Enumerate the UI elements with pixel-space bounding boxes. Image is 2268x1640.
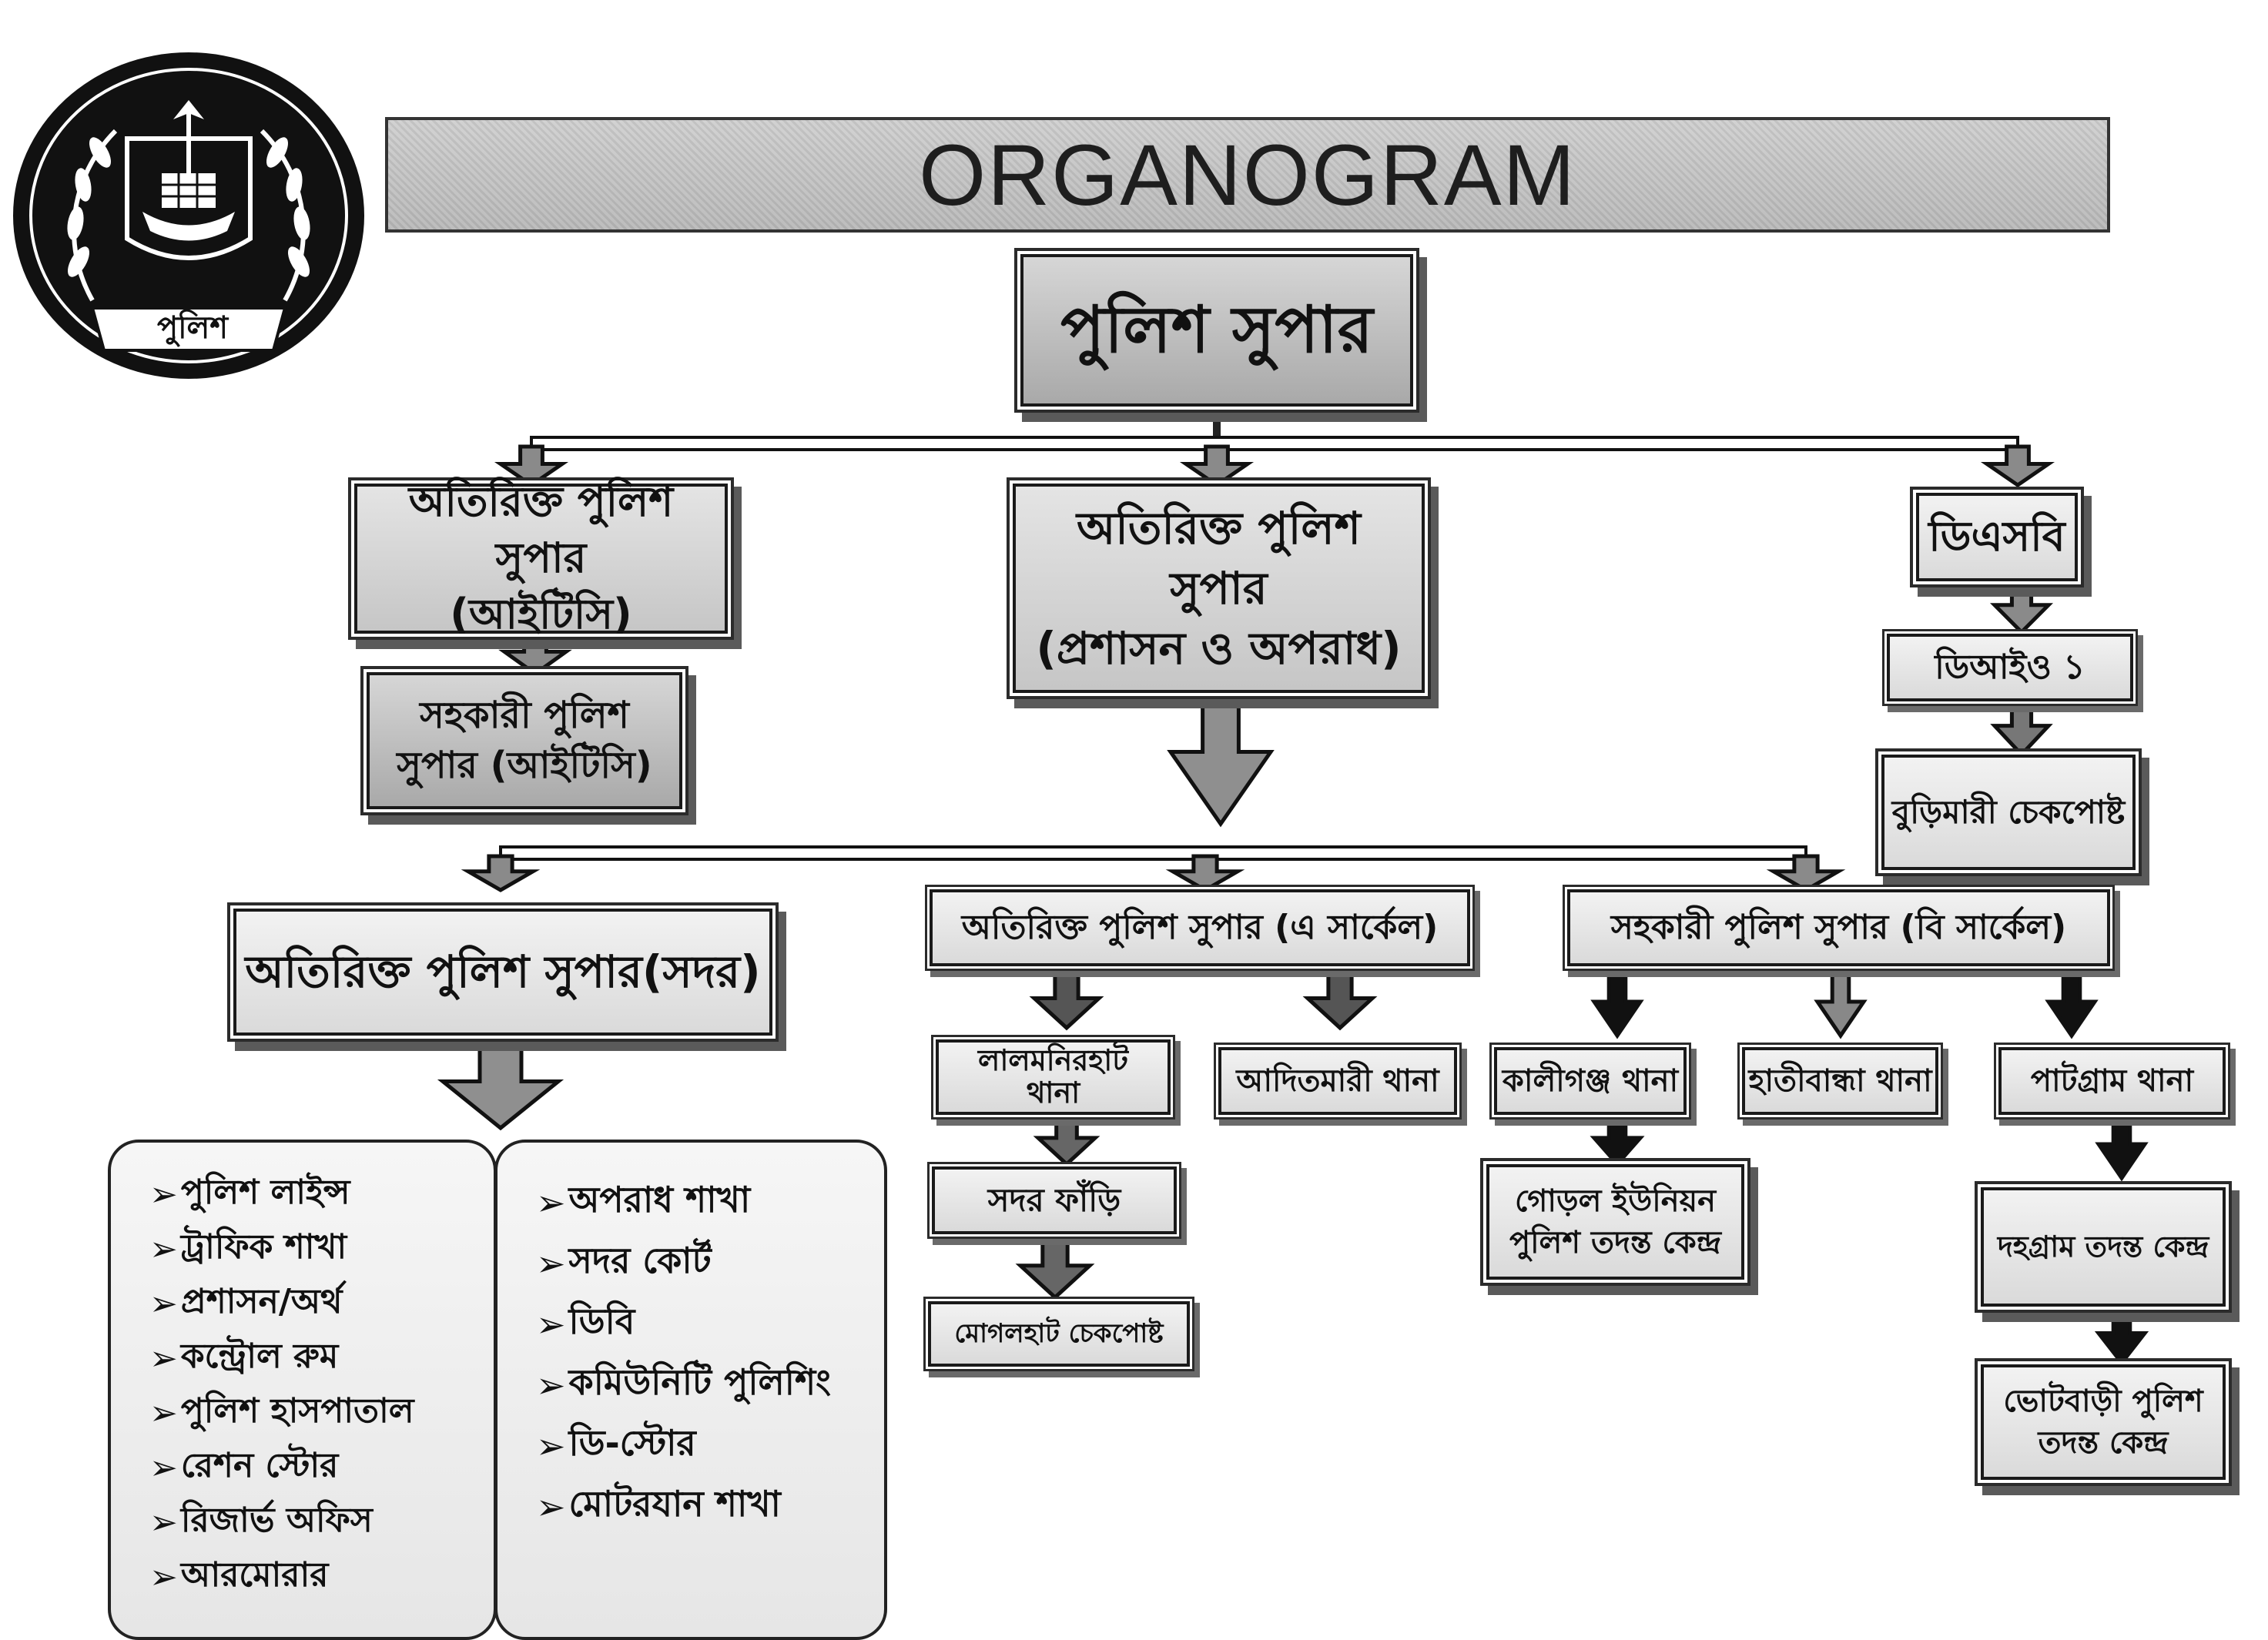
police-logo-emblem (13, 52, 364, 379)
sadar-unit-item: ➢ট্রাফিক শাখা (149, 1222, 494, 1277)
arrow-bullet-icon: ➢ (149, 1394, 178, 1433)
arrow-bullet-icon: ➢ (536, 1424, 566, 1467)
connector-bar (530, 436, 2019, 451)
arrow-bullet-icon: ➢ (536, 1485, 566, 1528)
sadar-unit-label: সদর কোর্ট (568, 1239, 712, 1281)
sadar-unit-label: রেশন স্টোর (180, 1446, 339, 1485)
node-aditmari-thana: আদিতমারী থানা (1218, 1047, 1457, 1115)
down-arrow-icon (1989, 581, 2054, 635)
sadar-unit-item: ➢পুলিশ লাইন্স (149, 1167, 494, 1222)
down-arrow-icon (1033, 1114, 1100, 1167)
connector-bar (499, 845, 1807, 861)
node-dsb: ডিএসবি (1916, 493, 2078, 581)
node-dio-1: ডিআইও ১ (1887, 634, 2133, 701)
sadar-units-list-left: ➢পুলিশ লাইন্স➢ট্রাফিক শাখা➢প্রশাসন/অর্থ➢… (149, 1167, 494, 1605)
down-arrow-icon (461, 854, 541, 892)
node-asst-sp-itc: সহকারী পুলিশ সুপার (আইটিসি) (367, 672, 682, 809)
down-arrow-icon (1980, 444, 2055, 488)
sadar-unit-item: ➢ডিবি (536, 1294, 884, 1354)
sadar-units-list-right: ➢অপরাধ শাখা➢সদর কোর্ট➢ডিবি➢কমিউনিটি পুলি… (536, 1172, 884, 1537)
node-lalmonirhat-thana: লালমনিরহাট থানা (936, 1039, 1171, 1115)
organogram-title: ORGANOGRAM (385, 117, 2110, 233)
down-arrow-icon (437, 1041, 564, 1131)
node-asst-sp-b-circle: সহকারী পুলিশ সুপার (বি সার্কেল) (1567, 889, 2110, 966)
sadar-unit-item: ➢পুলিশ হাসপাতাল (149, 1386, 494, 1441)
arrow-bullet-icon: ➢ (149, 1230, 178, 1269)
down-arrow-icon (1766, 854, 1846, 892)
sadar-unit-label: ট্রাফিক শাখা (180, 1227, 347, 1267)
arrow-bullet-icon: ➢ (149, 1503, 178, 1542)
arrow-bullet-icon: ➢ (149, 1558, 178, 1597)
down-arrow-icon (1590, 972, 1644, 1039)
node-sadar-fari: সদর ফাঁড়ি (932, 1166, 1177, 1234)
arrow-bullet-icon: ➢ (149, 1175, 178, 1214)
down-arrow-icon (1165, 854, 1245, 892)
down-arrow-icon (1814, 972, 1868, 1039)
arrow-bullet-icon: ➢ (149, 1448, 178, 1488)
node-kaliganj-thana: কালীগঞ্জ থানা (1494, 1047, 1687, 1115)
sadar-unit-item: ➢রেশন স্টোর (149, 1441, 494, 1495)
sadar-unit-item: ➢সদর কোর্ট (536, 1233, 884, 1294)
arrow-bullet-icon: ➢ (536, 1181, 566, 1223)
sadar-unit-label: ডিবি (568, 1300, 635, 1342)
down-arrow-icon (1167, 691, 1275, 828)
node-addl-sp-sadar: অতিরিক্ত পুলিশ সুপার(সদর) (233, 909, 772, 1036)
sadar-unit-item: ➢ডি-স্টোর (536, 1415, 884, 1476)
sadar-unit-item: ➢আরমোরার (149, 1550, 494, 1605)
down-arrow-icon (2095, 1114, 2149, 1182)
node-mogolhat-checkpost: মোগলহাট চেকপোষ্ট (928, 1301, 1190, 1367)
sadar-unit-label: রিজার্ভ অফিস (180, 1501, 373, 1540)
node-addl-sp-admin-crime: অতিরিক্ত পুলিশ সুপার (প্রশাসন ও অপরাধ) (1013, 484, 1425, 693)
node-superintendent: পুলিশ সুপার (1020, 254, 1413, 407)
sadar-unit-item: ➢রিজার্ভ অফিস (149, 1495, 494, 1550)
arrow-bullet-icon: ➢ (149, 1284, 178, 1324)
node-goral-union-center: গোড়ল ইউনিয়ন পুলিশ তদন্ত কেন্দ্র (1486, 1164, 1744, 1280)
down-arrow-icon (1990, 700, 2053, 758)
sadar-unit-label: পুলিশ লাইন্স (180, 1173, 350, 1212)
sadar-unit-item: ➢অপরাধ শাখা (536, 1172, 884, 1233)
down-arrow-icon (2045, 972, 2099, 1039)
down-arrow-icon (1590, 1114, 1645, 1167)
down-arrow-icon (1015, 1237, 1095, 1300)
arrow-bullet-icon: ➢ (536, 1303, 566, 1345)
logo-label: পুলিশ (156, 310, 229, 346)
sadar-unit-label: প্রশাসন/অর্থ (180, 1282, 343, 1321)
connector-line (1213, 407, 1221, 445)
arrow-bullet-icon: ➢ (149, 1339, 178, 1378)
down-arrow-icon (494, 444, 569, 488)
sadar-unit-item: ➢কন্ট্রোল রুম (149, 1331, 494, 1386)
node-burimari-checkpost: বুড়িমারী চেকপোষ্ট (1881, 755, 2136, 870)
sadar-unit-item: ➢মোটরযান শাখা (536, 1476, 884, 1537)
node-dohogram-center: দহগ্রাম তদন্ত কেন্দ্র (1981, 1187, 2226, 1307)
sadar-unit-label: পুলিশ হাসপাতাল (180, 1391, 414, 1431)
sadar-units-panel-left: ➢পুলিশ লাইন্স➢ট্রাফিক শাখা➢প্রশাসন/অর্থ➢… (108, 1140, 497, 1640)
node-addl-sp-itc: অতিরিক্ত পুলিশ সুপার (আইটিসি) (354, 477, 728, 638)
sadar-unit-label: কমিউনিটি পুলিশিং (568, 1361, 831, 1403)
down-arrow-icon (1302, 972, 1378, 1031)
sadar-unit-label: কন্ট্রোল রুম (180, 1337, 339, 1376)
sadar-unit-item: ➢প্রশাসন/অর্থ (149, 1277, 494, 1331)
sadar-unit-label: মোটরযান শাখা (568, 1482, 781, 1525)
sadar-unit-item: ➢কমিউনিটি পুলিশিং (536, 1354, 884, 1415)
sadar-units-panel-right: ➢অপরাধ শাখা➢সদর কোর্ট➢ডিবি➢কমিউনিটি পুলি… (494, 1140, 887, 1640)
sadar-unit-label: আরমোরার (180, 1555, 329, 1595)
down-arrow-icon (2094, 1307, 2149, 1367)
node-hatibandha-thana: হাতীবান্ধা থানা (1742, 1047, 1938, 1115)
node-votbari-center: ভোটবাড়ী পুলিশ তদন্ত কেন্দ্র (1981, 1364, 2226, 1480)
sadar-unit-label: ডি-স্টোর (568, 1421, 696, 1464)
down-arrow-icon (1029, 972, 1104, 1031)
node-addl-sp-a-circle: অতিরিক্ত পুলিশ সুপার (এ সার্কেল) (930, 889, 1470, 966)
down-arrow-icon (1179, 444, 1255, 488)
arrow-bullet-icon: ➢ (536, 1242, 566, 1284)
down-arrow-icon (498, 631, 572, 677)
arrow-bullet-icon: ➢ (536, 1364, 566, 1406)
node-patgram-thana: পাটগ্রাম থানা (1998, 1047, 2226, 1115)
sadar-unit-label: অপরাধ শাখা (568, 1178, 751, 1220)
